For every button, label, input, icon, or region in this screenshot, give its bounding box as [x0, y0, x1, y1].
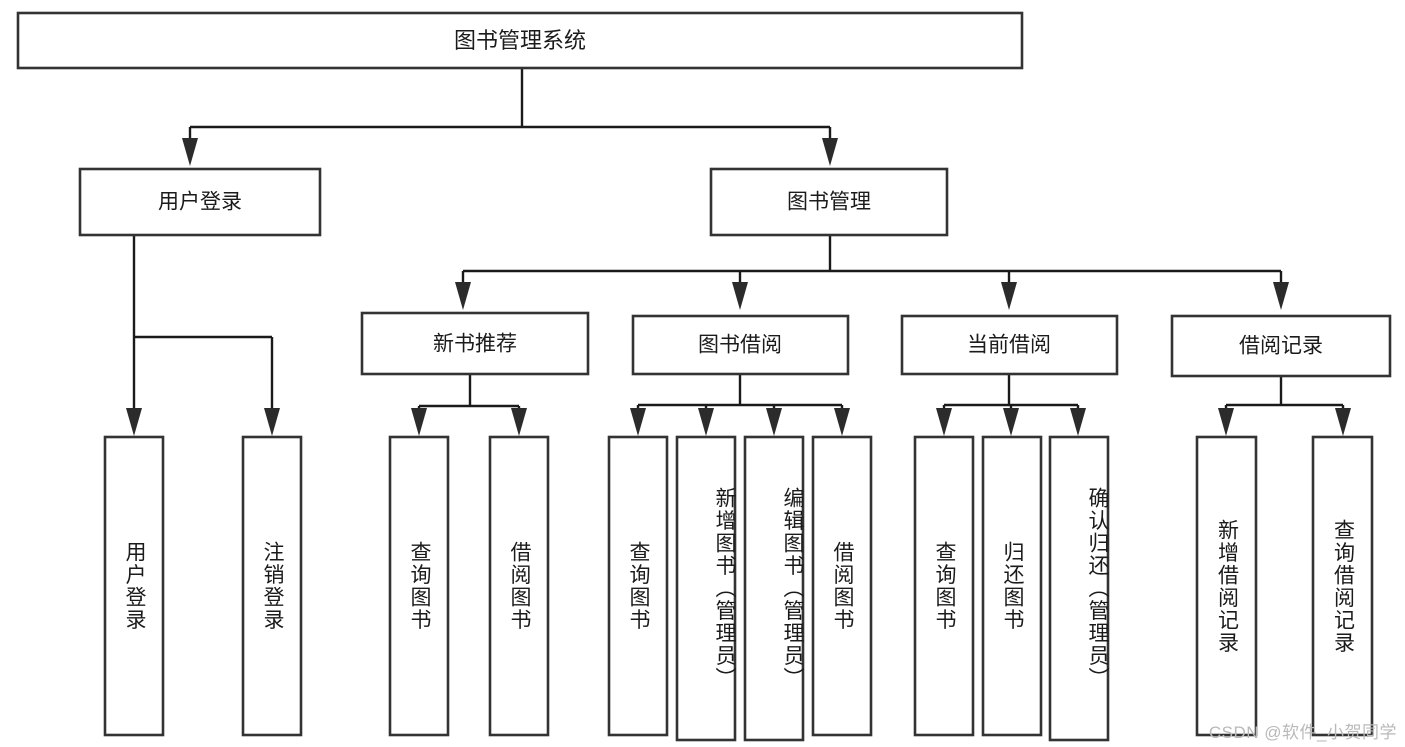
arrow-head-bookborrow-leaf2	[698, 408, 714, 436]
leaf-node-query-book-a[interactable]	[388, 435, 450, 737]
arrow-head-book-borrow	[732, 282, 748, 310]
arrow-head-currentborrow-leaf3	[1070, 408, 1086, 436]
arrow-head-bookborrow-leaf3	[766, 408, 782, 436]
leaf-node-return-book-box	[981, 435, 1043, 737]
node-borrow-records-box	[1170, 314, 1392, 378]
arrow-head-borrowrecords-leaf1	[1218, 408, 1234, 436]
node-book-borrow[interactable]: 图书借阅	[631, 314, 850, 376]
leaf-node-borrow-book-a-box	[488, 435, 550, 737]
connector-group-book-borrow	[630, 373, 850, 436]
arrow-head-newbook-leaf2	[511, 408, 527, 436]
leaf-node-query-book-a-box	[388, 435, 450, 737]
node-book-borrow-label: 图书借阅	[698, 334, 782, 357]
node-new-book-recommend-box	[360, 311, 590, 376]
connector-group-root	[182, 68, 838, 166]
leaf-node-borrow-book-a[interactable]	[488, 435, 550, 737]
leaf-node-borrow-book-b-box	[811, 435, 873, 737]
node-user-login-label: 用户登录	[158, 191, 242, 214]
leaf-node-query-book-c-box	[913, 435, 975, 737]
arrow-head-current-borrow	[1001, 282, 1017, 310]
leaf-node-edit-book-admin[interactable]	[743, 435, 805, 742]
arrow-head-borrowrecords-leaf2	[1335, 408, 1351, 436]
arrow-head-leaf-logout	[264, 408, 280, 436]
arrow-head-newbook-leaf1	[411, 408, 427, 436]
leaf-node-query-borrow-record[interactable]	[1311, 435, 1374, 737]
leaf-node-user-login-action[interactable]	[103, 435, 165, 737]
arrow-head-new-book	[455, 282, 471, 310]
leaf-node-confirm-return-admin[interactable]	[1048, 435, 1110, 742]
node-current-borrow[interactable]: 当前借阅	[900, 314, 1119, 376]
node-borrow-records[interactable]: 借阅记录	[1170, 314, 1392, 378]
leaf-node-add-borrow-record[interactable]	[1195, 435, 1258, 737]
arrow-head-borrow-records	[1273, 282, 1289, 310]
leaf-node-add-book-admin-box	[675, 435, 737, 742]
node-root-system-label: 图书管理系统	[454, 28, 586, 53]
node-book-management-box	[709, 167, 949, 237]
node-root-system[interactable]: 图书管理系统	[16, 11, 1024, 70]
node-book-management-label: 图书管理	[787, 191, 871, 214]
node-user-login-box	[78, 167, 322, 237]
connector-group-current-borrow	[936, 373, 1086, 436]
arrow-head-leaf-user-login	[126, 408, 142, 436]
watermark-text: CSDN @软件_小贺同学	[1208, 723, 1397, 742]
leaf-node-logout-box	[241, 435, 303, 737]
leaf-node-add-borrow-record-box	[1195, 435, 1258, 737]
node-new-book-recommend[interactable]: 新书推荐	[360, 311, 590, 376]
node-book-management[interactable]: 图书管理	[709, 167, 949, 237]
connector-group-book-mgmt	[455, 233, 1289, 310]
leaf-node-user-login-action-box	[103, 435, 165, 737]
arrow-head-user-login	[182, 138, 198, 166]
connector-group-new-book	[411, 373, 527, 436]
node-root-system-box	[16, 11, 1024, 70]
leaf-node-edit-book-admin-box	[743, 435, 805, 742]
node-current-borrow-box	[900, 314, 1119, 376]
arrow-head-currentborrow-leaf1	[936, 408, 952, 436]
arrow-head-bookborrow-leaf1	[630, 408, 646, 436]
leaf-node-confirm-return-admin-box	[1048, 435, 1110, 742]
node-borrow-records-label: 借阅记录	[1239, 335, 1323, 358]
arrow-head-currentborrow-leaf2	[1003, 408, 1019, 436]
leaf-node-query-book-b-box	[607, 435, 669, 737]
arrow-head-bookborrow-leaf4	[834, 408, 850, 436]
leaf-node-query-book-c[interactable]	[913, 435, 975, 737]
leaf-node-logout[interactable]	[241, 435, 303, 737]
leaf-node-return-book[interactable]	[981, 435, 1043, 737]
leaf-node-query-book-b[interactable]	[607, 435, 669, 737]
leaf-node-query-borrow-record-box	[1311, 435, 1374, 737]
leaf-node-borrow-book-b[interactable]	[811, 435, 873, 737]
node-user-login[interactable]: 用户登录	[78, 167, 322, 237]
node-new-book-recommend-label: 新书推荐	[433, 333, 517, 356]
arrow-head-book-mgmt	[822, 138, 838, 166]
node-current-borrow-label: 当前借阅	[967, 334, 1051, 357]
node-book-borrow-box	[631, 314, 850, 376]
connector-group-user-login	[126, 235, 280, 436]
connector-group-borrow-records	[1218, 376, 1351, 436]
leaf-node-add-book-admin[interactable]	[675, 435, 737, 742]
